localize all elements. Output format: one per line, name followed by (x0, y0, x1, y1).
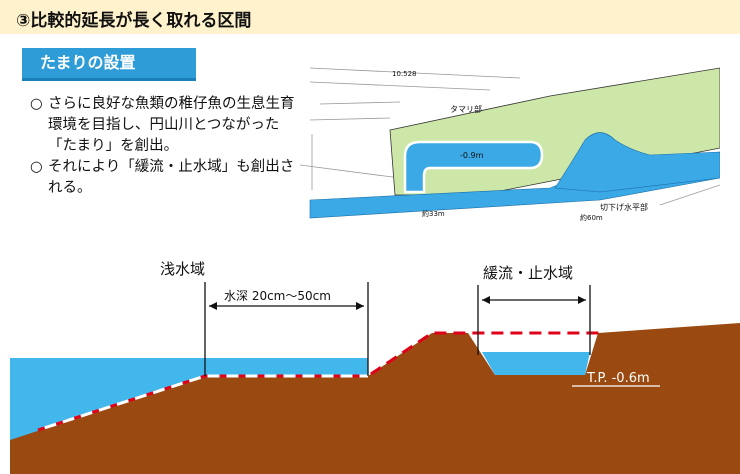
arrowhead-right (356, 302, 364, 310)
label-kiri: 切下げ水平部 (600, 202, 648, 212)
soil-area (10, 323, 740, 474)
label-depth: -0.9m (460, 151, 484, 160)
bullet-text: それにより「緩流・止水域」も創出される。 (48, 159, 295, 196)
kiri-area (554, 132, 720, 193)
arrowhead-left (209, 302, 217, 310)
label-w2: 約60m (580, 213, 603, 222)
label-top: 10.528 (392, 70, 417, 78)
plan-view-map: タマリ部 -0.9m 切下げ水平部 10.528 約33m 約60m (300, 60, 720, 225)
header-bar (0, 0, 740, 34)
depth-label: 水深 20cm〜50cm (224, 289, 331, 303)
label-w1: 約33m (422, 209, 445, 218)
bullet-text: さらに良好な魚類の稚仔魚の生息生育環境を目指し、円山川とつながった「たまり」を創… (48, 96, 295, 154)
tp-label: T.P. -0.6m (586, 371, 650, 386)
page-title: ③比較的延長が長く取れる区間 (16, 11, 252, 31)
cross-section-diagram: 浅水域 水深 20cm〜50cm 緩流・止水域 T.P. -0.6m (10, 260, 740, 474)
arrowhead-right (578, 296, 586, 304)
section-label: たまりの設置 (22, 48, 196, 81)
tamari-pond (403, 140, 544, 194)
bullet-item: ○ それにより「緩流・止水域」も創出される。 (30, 157, 300, 199)
bullet-list: ○ さらに良好な魚類の稚仔魚の生息生育環境を目指し、円山川とつながった「たまり」… (30, 94, 300, 199)
still-label: 緩流・止水域 (483, 264, 573, 282)
design-line-white (37, 374, 368, 432)
bullet-mark: ○ (30, 159, 43, 175)
still-water-pool (482, 352, 590, 375)
bullet-mark: ○ (30, 96, 43, 112)
arrowhead-left (482, 296, 490, 304)
bullet-item: ○ さらに良好な魚類の稚仔魚の生息生育環境を目指し、円山川とつながった「たまり」… (30, 94, 300, 157)
design-line (37, 331, 600, 432)
label-tamari: タマリ部 (450, 104, 482, 114)
shallow-label: 浅水域 (160, 260, 205, 278)
